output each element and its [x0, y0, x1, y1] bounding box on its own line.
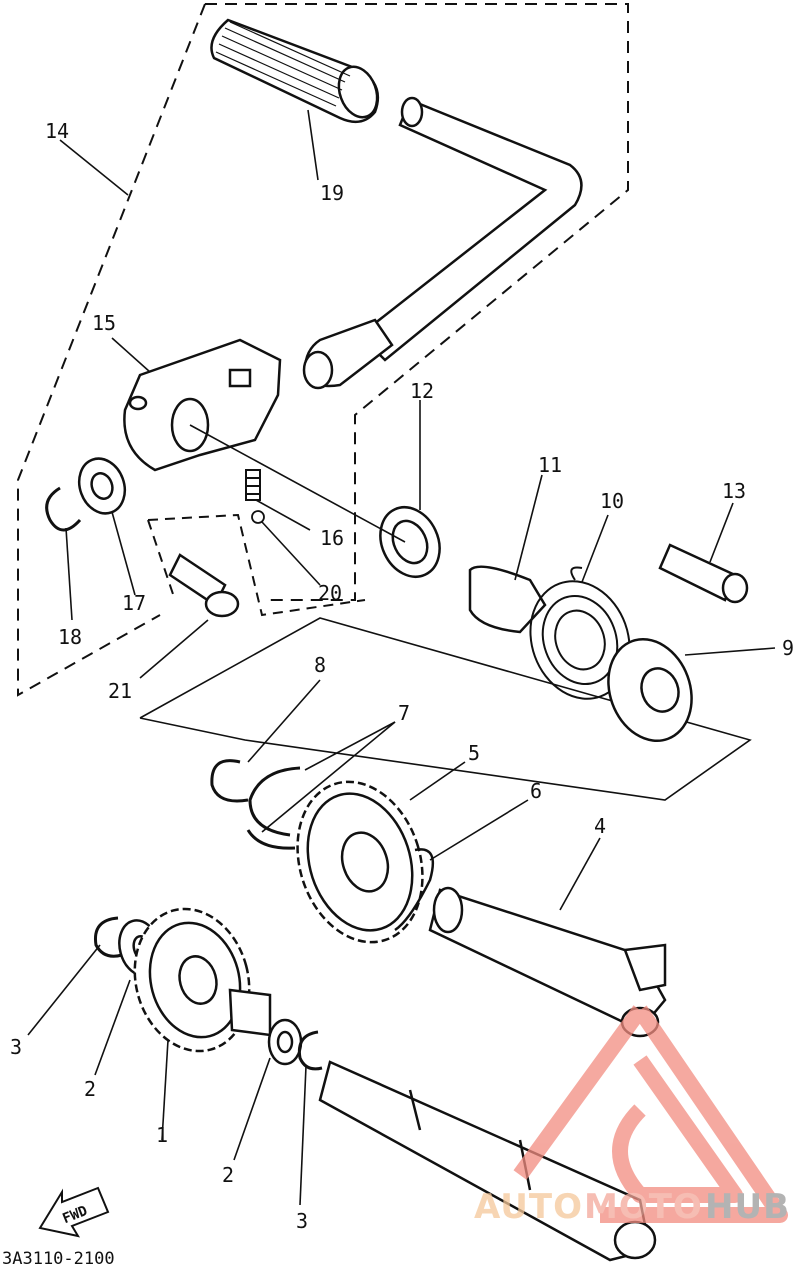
circlip-8	[210, 759, 249, 803]
circlip-18	[45, 486, 82, 532]
kick-gear-5	[296, 780, 424, 944]
label-4: 4	[594, 814, 606, 838]
label-7: 7	[398, 701, 410, 725]
label-5: 5	[468, 741, 480, 765]
label-9: 9	[782, 636, 794, 660]
oil-seal-12	[379, 506, 441, 578]
label-6: 6	[530, 779, 542, 803]
label-2-upper: 2	[84, 1077, 96, 1101]
label-19: 19	[320, 181, 344, 205]
kick-lever-arm	[302, 96, 583, 390]
washer-2-lower	[267, 1018, 303, 1066]
kick-boss	[123, 338, 282, 472]
forward-direction-marker: FWD	[38, 1186, 110, 1238]
main-axle	[318, 1060, 657, 1262]
label-21: 21	[108, 679, 132, 703]
watermark-text-hub: HUB	[705, 1187, 790, 1227]
assembly-outline-14	[17, 3, 629, 697]
label-3-lower: 3	[296, 1209, 308, 1233]
label-14: 14	[45, 119, 69, 143]
label-11: 11	[538, 453, 562, 477]
label-13: 13	[722, 479, 746, 503]
drawing-code: 3A3110-2100	[2, 1249, 115, 1269]
label-20: 20	[318, 581, 342, 605]
label-15: 15	[92, 311, 116, 335]
torsion-spring-10	[529, 566, 631, 700]
watermark-logo: AUTO MOTO HUB	[474, 1005, 790, 1227]
idle-gear-1	[133, 907, 272, 1053]
bolt-21	[168, 553, 240, 618]
washer-9	[607, 638, 693, 742]
watermark-triangle-icon	[513, 1005, 788, 1223]
label-8: 8	[314, 653, 326, 677]
label-17: 17	[122, 591, 146, 615]
clip-6	[394, 848, 435, 932]
watermark-text-auto: AUTO	[474, 1187, 583, 1227]
label-16: 16	[320, 526, 344, 550]
spring-guide-11	[468, 565, 547, 634]
label-2-lower: 2	[222, 1163, 234, 1187]
kick-pedal-grip	[210, 18, 380, 124]
label-3-upper: 3	[10, 1035, 22, 1059]
detent-spring	[245, 469, 261, 501]
label-10: 10	[600, 489, 624, 513]
assembly-outline-20-21	[147, 513, 366, 617]
assembly-outline-7-9	[139, 617, 752, 801]
washer-17	[77, 457, 127, 515]
part-labels: 19 14 15 12 16 20 17 18 21 11 10 13 9 8 …	[10, 119, 794, 1233]
circlip-3-upper	[93, 916, 123, 958]
clip-7	[246, 766, 301, 850]
leader-lines	[27, 109, 776, 1206]
circlip-3-lower	[297, 1030, 323, 1071]
label-1: 1	[156, 1123, 168, 1147]
detent-ball	[251, 510, 265, 524]
label-18: 18	[58, 625, 82, 649]
watermark-text-moto: MOTO	[584, 1187, 703, 1227]
label-12: 12	[410, 379, 434, 403]
pin-13	[658, 543, 749, 604]
